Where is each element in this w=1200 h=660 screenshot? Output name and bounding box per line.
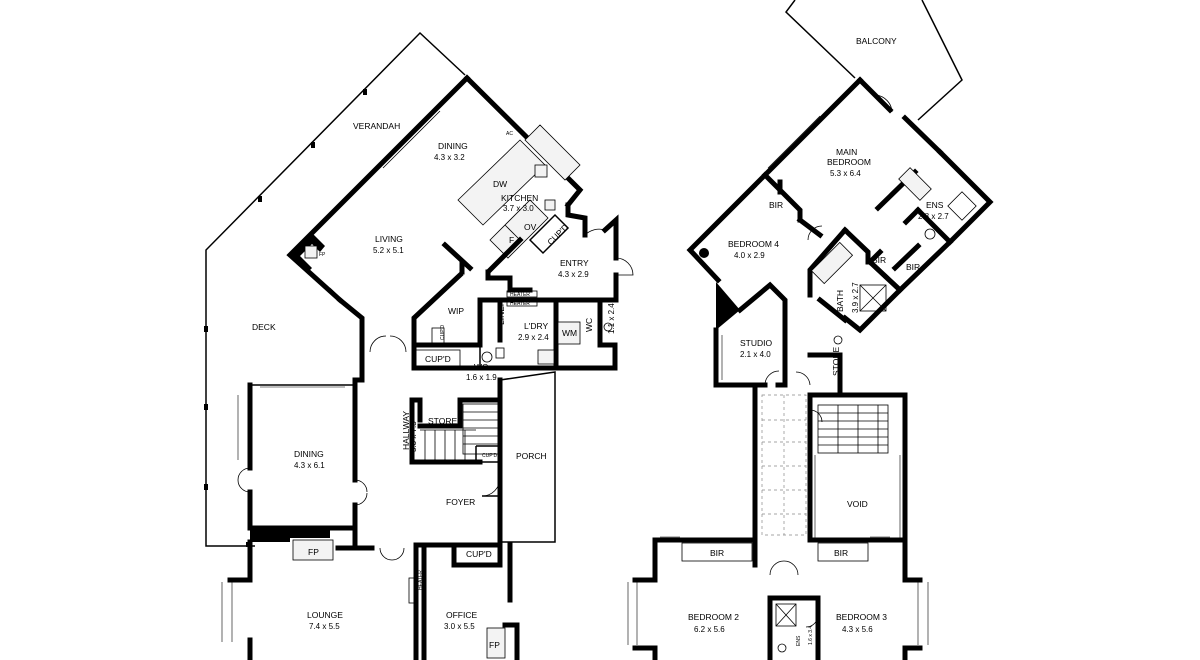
- heater-label-1: HEATER: [510, 292, 530, 298]
- bedroom3-size: 4.3 x 5.6: [842, 625, 873, 634]
- lounge-name: LOUNGE: [307, 610, 343, 620]
- main-bedroom-name-2: BEDROOM: [827, 157, 871, 167]
- bedroom2-walls: [652, 537, 758, 568]
- bir-ens-1-label: BIR: [872, 255, 886, 265]
- heater-label-2: HEATER: [510, 301, 530, 307]
- wip-walls: [411, 271, 464, 355]
- porch-outline: [499, 371, 556, 543]
- ens-main-name: ENS: [926, 200, 944, 210]
- bedroom4-size: 4.0 x 2.9: [734, 251, 765, 260]
- kitchen-cupd-label: CUP'D: [545, 222, 570, 247]
- entry-size: 4.3 x 2.9: [558, 270, 589, 279]
- wip-cupd-label: CUP'D: [440, 324, 446, 340]
- studio-walls: [713, 327, 768, 388]
- living-name: LIVING: [375, 234, 403, 244]
- wc-name: WC: [474, 362, 488, 372]
- bir-bed3-label: BIR: [834, 548, 848, 558]
- bedroom2-name: BEDROOM 2: [688, 612, 739, 622]
- ens-small-name: ENS: [796, 635, 802, 646]
- living-wing-wall-nw: [286, 74, 471, 304]
- verandah-posts: [204, 89, 367, 547]
- studio-name: STUDIO: [740, 338, 773, 348]
- main-bedroom-size: 5.3 x 6.4: [830, 169, 861, 178]
- hallway-name: HALLWAY: [401, 411, 411, 450]
- bedroom4-name: BEDROOM 4: [728, 239, 779, 249]
- kitchen-ac-label: AC: [506, 131, 513, 137]
- bath-name: BATH: [835, 290, 845, 312]
- laundry-wm-label: WM: [562, 328, 577, 338]
- kitchen-size: 3.7 x 3.0: [503, 204, 534, 213]
- bath-walls: [807, 226, 849, 298]
- kitchen-dw-label: DW: [493, 179, 507, 189]
- living-wing-wall-s: [336, 296, 365, 355]
- upper-stairs: [817, 404, 889, 454]
- porch-name: PORCH: [516, 451, 547, 461]
- studio-size: 2.1 x 4.0: [740, 350, 771, 359]
- hallway-right-walls: [409, 397, 483, 465]
- kitchen-f-label: F: [509, 235, 514, 245]
- store-upper-name: STORE: [831, 347, 841, 376]
- kitchen-cupboard: [528, 213, 570, 255]
- wc-small-name: WC: [584, 318, 594, 332]
- deck-name: DECK: [252, 322, 276, 332]
- kitchen-fridge-unit: [489, 199, 549, 259]
- linen-name: LINEN: [496, 300, 506, 325]
- office-cupd-label: CUP'D: [466, 549, 492, 559]
- laundry-name: L'DRY: [524, 321, 548, 331]
- foyer-name: FOYER: [446, 497, 475, 507]
- dining-upper-name: DINING: [438, 141, 468, 151]
- lounge-size: 7.4 x 5.5: [309, 622, 340, 631]
- small-ens-walls: [767, 595, 821, 660]
- dining-lower-name: DINING: [294, 449, 324, 459]
- bedroom2-size: 6.2 x 5.6: [694, 625, 725, 634]
- living-size: 5.2 x 5.1: [373, 246, 404, 255]
- ground-stairs: [420, 403, 499, 460]
- balcony-outline: [785, 0, 856, 79]
- bir-main-label: BIR: [769, 200, 783, 210]
- ens-main-size: 2.8 x 2.7: [918, 212, 949, 221]
- hallway-size: 5.3 x 7.5: [409, 421, 418, 452]
- entry-walls: [565, 202, 588, 238]
- kitchen-bench: [524, 124, 581, 181]
- stair-cupd-label: CUP'D: [482, 453, 498, 459]
- wc-small-size: 1.1 x 2.4: [607, 303, 616, 334]
- ground-floor: FP HEATER HEATER: [204, 31, 634, 660]
- lounge-fp-label: FP: [308, 547, 319, 557]
- studio-solid-block: [716, 282, 740, 330]
- kitchen-name: KITCHEN: [501, 193, 538, 203]
- living-fp-label: FP: [319, 252, 326, 258]
- store-label: STORE: [428, 416, 457, 426]
- balcony-name: BALCONY: [856, 36, 897, 46]
- verandah-deck-outline: [205, 31, 466, 547]
- office-name: OFFICE: [446, 610, 477, 620]
- wc-size: 1.6 x 1.9: [466, 373, 497, 382]
- main-bedroom-walls-nw: [761, 76, 864, 179]
- wip-name: WIP: [448, 306, 464, 316]
- office-fp-label: FP: [489, 640, 500, 650]
- hall-cupd-label: CUP'D: [425, 354, 451, 364]
- upper-floor: BALCONY MAIN BEDROOM 5.3 x 6.4 ENS 2.8 x…: [627, 0, 994, 660]
- ens-walls: [914, 148, 994, 246]
- bath-size: 3.9 x 2.7: [851, 282, 860, 313]
- entry-name: ENTRY: [560, 258, 589, 268]
- dining-upper-size: 4.3 x 3.2: [434, 153, 465, 162]
- void-name: VOID: [847, 499, 868, 509]
- main-bedroom-name-1: MAIN: [836, 147, 857, 157]
- bedroom4-walls: [686, 171, 769, 284]
- bir-ens-2-label: BIR: [906, 262, 920, 272]
- office-size: 3.0 x 5.5: [444, 622, 475, 631]
- bir-bed2-label: BIR: [710, 548, 724, 558]
- kitchen-ov-label: OV: [524, 222, 537, 232]
- living-wing-wall-ne: [463, 74, 584, 209]
- bedroom3-name: BEDROOM 3: [836, 612, 887, 622]
- verandah-name: VERANDAH: [353, 121, 400, 131]
- ens-small-size: 1.6 x 3.4: [808, 626, 814, 645]
- laundry-size: 2.9 x 2.4: [518, 333, 549, 342]
- office-heater-label: HEATER: [418, 570, 424, 590]
- dining-lower-size: 4.3 x 6.1: [294, 461, 325, 470]
